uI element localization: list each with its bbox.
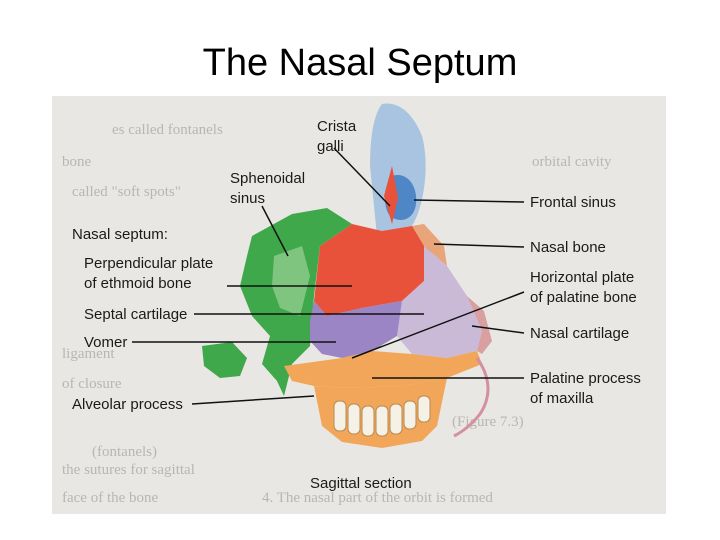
label-palatine-process-1: Palatine process <box>530 370 641 387</box>
label-frontal-sinus: Frontal sinus <box>530 194 616 211</box>
label-nasal-cartilage: Nasal cartilage <box>530 325 629 342</box>
label-sagittal-section: Sagittal section <box>310 475 412 492</box>
septal-cartilage <box>397 246 482 358</box>
nasal-septum-figure: es called fontanels bone orbital cavity … <box>52 96 666 514</box>
label-palatine-process-2: of maxilla <box>530 390 594 407</box>
label-sphenoidal-sinus-2: sinus <box>230 190 265 207</box>
vomer <box>310 301 402 358</box>
sphenoidal-sinus <box>272 246 310 316</box>
slide-title: The Nasal Septum <box>202 42 518 84</box>
figure-canvas: es called fontanels bone orbital cavity … <box>62 103 641 506</box>
svg-text:face of the bone: face of the bone <box>62 490 159 506</box>
svg-text:of closure: of closure <box>62 376 122 392</box>
svg-text:es called fontanels: es called fontanels <box>112 122 223 138</box>
svg-text:orbital cavity: orbital cavity <box>532 154 612 170</box>
sphenoid-lower-green <box>202 342 247 378</box>
svg-text:the sutures for sagittal: the sutures for sagittal <box>62 462 195 478</box>
label-nasal-septum: Nasal septum: <box>72 226 168 243</box>
label-vomer: Vomer <box>84 334 127 351</box>
leader-lines <box>132 147 525 405</box>
label-sphenoidal-sinus-1: Sphenoidal <box>230 170 305 187</box>
svg-text:(Figure 7.3): (Figure 7.3) <box>452 414 524 430</box>
label-nasal-bone: Nasal bone <box>530 239 606 256</box>
nasal-bone <box>412 224 447 266</box>
svg-text:called "soft spots": called "soft spots" <box>72 184 181 200</box>
svg-text:(fontanels): (fontanels) <box>92 444 157 460</box>
svg-text:ligament: ligament <box>62 346 115 362</box>
crista-galli <box>384 166 398 224</box>
label-horizontal-plate-2: of palatine bone <box>530 289 637 306</box>
label-crista-galli-2: galli <box>317 138 344 155</box>
label-septal-cartilage: Septal cartilage <box>84 306 187 323</box>
nasal-cartilage <box>467 296 492 354</box>
label-perpendicular-plate-2: of ethmoid bone <box>84 275 192 292</box>
svg-text:4. The nasal part of the orbit: 4. The nasal part of the orbit is formed <box>262 490 493 506</box>
label-perpendicular-plate-1: Perpendicular plate <box>84 255 213 272</box>
label-alveolar-process: Alveolar process <box>72 396 183 413</box>
teeth <box>333 395 431 437</box>
label-crista-galli-1: Crista <box>317 118 357 135</box>
label-horizontal-plate-1: Horizontal plate <box>530 269 634 286</box>
lip-contour <box>453 357 490 438</box>
svg-text:bone: bone <box>62 154 92 170</box>
perpendicular-plate-ethmoid <box>314 224 432 316</box>
